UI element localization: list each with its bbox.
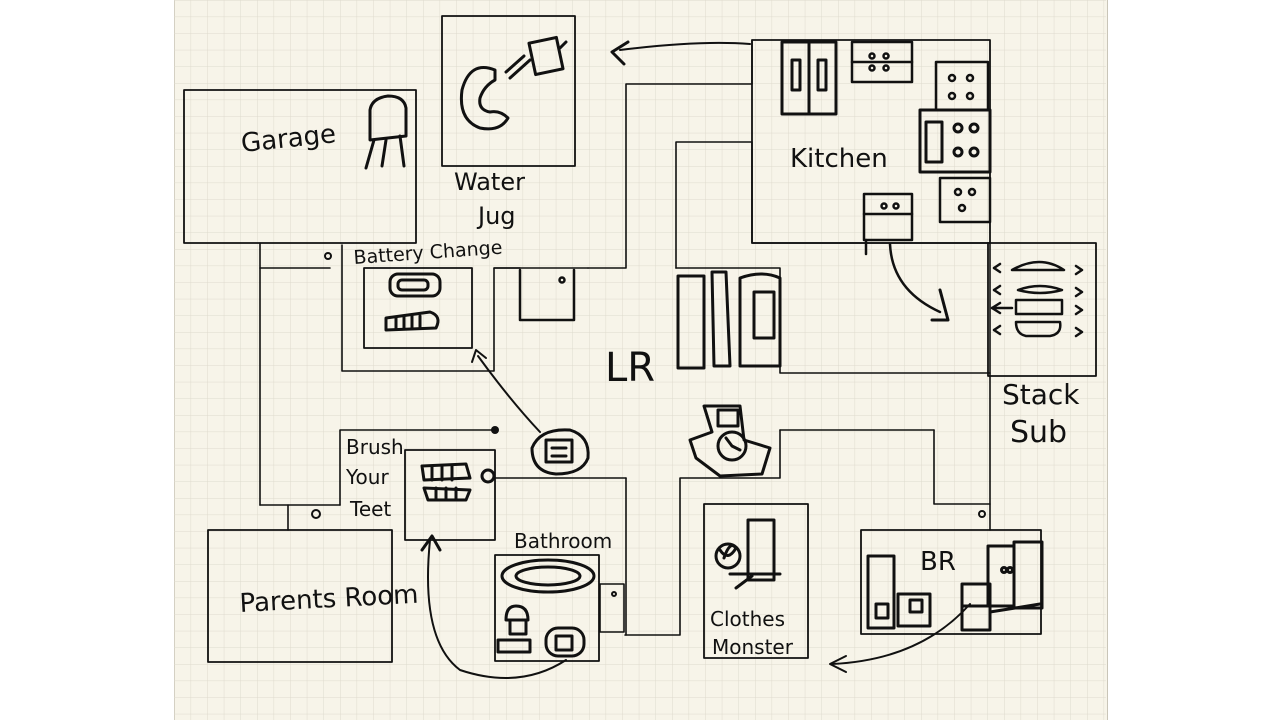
dishwasher-icon <box>938 176 992 224</box>
cabinet-icon <box>862 192 914 256</box>
label-monster: Monster <box>712 635 794 659</box>
smoke-detector-icon <box>530 428 590 476</box>
label-water: Water <box>454 168 525 196</box>
room-lr: LR <box>605 270 782 391</box>
arrow-bathroom-to-brush-teeth <box>427 539 567 679</box>
label-sub: Sub <box>1010 415 1067 450</box>
dresser-icon <box>866 554 932 630</box>
sink-icon <box>544 626 586 658</box>
room-stack-sub: Stack Sub <box>987 242 1097 450</box>
room-bathroom: Bathroom <box>494 529 625 662</box>
toilet-icon <box>496 604 532 654</box>
label-clothes: Clothes <box>710 607 785 631</box>
couch-icon <box>676 270 782 370</box>
room-clothes-monster: Clothes Monster <box>703 503 809 659</box>
label-br: BR <box>920 547 956 577</box>
bed-icon <box>960 540 1044 632</box>
battery-pack-icon <box>384 310 440 332</box>
chair-icon <box>364 94 408 170</box>
bathroom-door <box>599 583 625 633</box>
bathtub-icon <box>500 558 596 594</box>
label-your: Your <box>345 465 389 489</box>
arrow-kitchen-to-water-jug <box>619 41 751 51</box>
fridge-icon <box>780 40 838 116</box>
label-brush: Brush <box>346 435 404 459</box>
clock-device-icon <box>688 404 772 478</box>
arrow-br-to-clothes-monster <box>831 603 971 665</box>
label-stack: Stack <box>1002 378 1080 411</box>
arrow-kitchen-to-stack-sub <box>888 242 942 314</box>
sandwich-stack-icon <box>990 260 1084 338</box>
battery-icon <box>388 272 442 298</box>
label-jug: Jug <box>476 202 516 230</box>
label-teet: Teet <box>349 497 391 521</box>
door-markers <box>311 252 986 597</box>
label-lr: LR <box>605 345 655 391</box>
door-panel <box>518 268 576 322</box>
grid-lines <box>174 0 1106 720</box>
oven-icon <box>918 108 992 174</box>
toothbrush-icon <box>420 462 496 502</box>
room-water-jug: Water Jug <box>441 15 576 230</box>
counter-icon <box>850 40 914 84</box>
flow-arrows <box>420 40 971 679</box>
pacman-icon <box>459 66 510 131</box>
arrow-to-battery-change <box>477 355 541 433</box>
label-bathroom: Bathroom <box>514 529 612 553</box>
room-br: BR <box>860 529 1044 635</box>
room-kitchen: Kitchen <box>751 39 992 256</box>
room-brush-teeth: Brush Your Teet <box>345 426 499 541</box>
label-kitchen: Kitchen <box>790 144 888 174</box>
door-dot <box>491 426 499 434</box>
water-jug-icon <box>504 35 568 80</box>
wardrobe-icon <box>714 518 782 590</box>
